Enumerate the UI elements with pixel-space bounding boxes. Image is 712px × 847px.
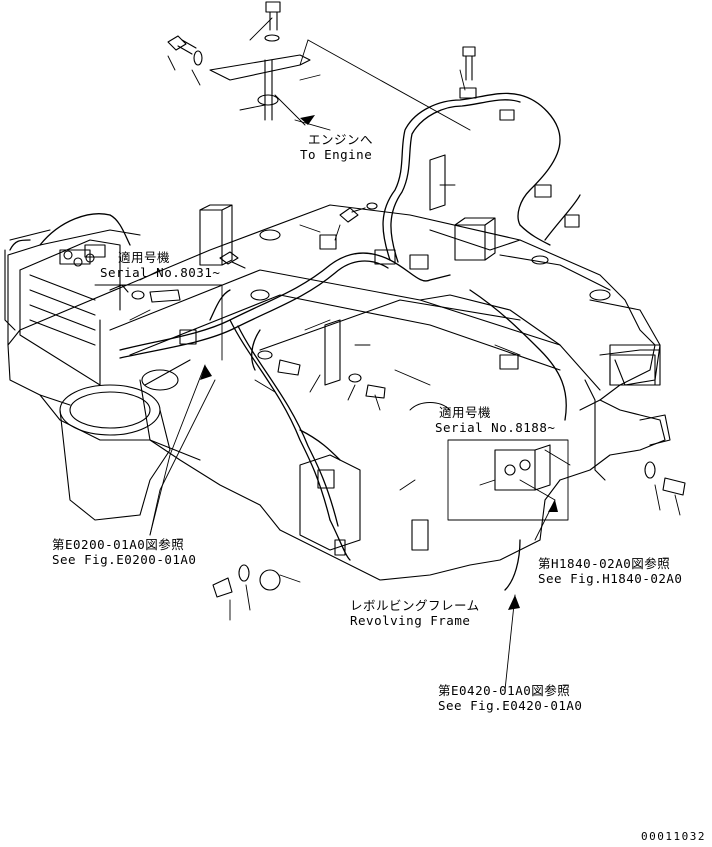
- fig-h1840-en: See Fig.H1840-02A0: [538, 571, 683, 586]
- components: [179, 87, 656, 591]
- main-harness: [9, 92, 581, 591]
- revolving-frame-outline: [7, 204, 671, 581]
- serial-8031-en: Serial No.8031~: [100, 265, 221, 280]
- serial-8188-en: Serial No.8188~: [435, 420, 556, 435]
- serial-8188-ja: 適用号機: [439, 405, 492, 420]
- fig-e0420-ja: 第E0420-01A0図参照: [438, 683, 571, 698]
- fig-e0200-en: See Fig.E0200-01A0: [52, 552, 197, 567]
- callout-serial-8031: 適用号機 Serial No.8031~: [100, 250, 220, 280]
- callout-serial-8188: 適用号機 Serial No.8188~: [435, 405, 555, 435]
- serial-8031-ja: 適用号機: [118, 250, 171, 265]
- revolving-frame-ja: レボルビングフレーム: [350, 598, 480, 613]
- detail-frames: [94, 284, 569, 521]
- fasteners: [109, 1, 686, 598]
- callout-arrows: [200, 115, 558, 610]
- fig-h1840-ja: 第H1840-02A0図参照: [538, 556, 671, 571]
- fig-e0200-ja: 第E0200-01A0図参照: [52, 537, 185, 552]
- callout-to-engine: エンジンへ To Engine: [300, 132, 373, 162]
- revolving-frame-en: Revolving Frame: [350, 613, 471, 628]
- to-engine-en: To Engine: [300, 147, 373, 162]
- callout-revolving-frame: レボルビングフレーム Revolving Frame: [350, 598, 480, 628]
- callout-fig-h1840: 第H1840-02A0図参照 See Fig.H1840-02A0: [538, 556, 682, 586]
- tank-cylinder: [59, 359, 201, 521]
- fig-e0420-en: See Fig.E0420-01A0: [438, 698, 583, 713]
- callout-fig-e0420: 第E0420-01A0図参照 See Fig.E0420-01A0: [438, 683, 582, 713]
- to-engine-ja: エンジンへ: [308, 132, 374, 147]
- leader-lines: [129, 17, 681, 691]
- drawing-id: 00011032: [641, 830, 706, 843]
- callout-fig-e0200: 第E0200-01A0図参照 See Fig.E0200-01A0: [52, 537, 196, 567]
